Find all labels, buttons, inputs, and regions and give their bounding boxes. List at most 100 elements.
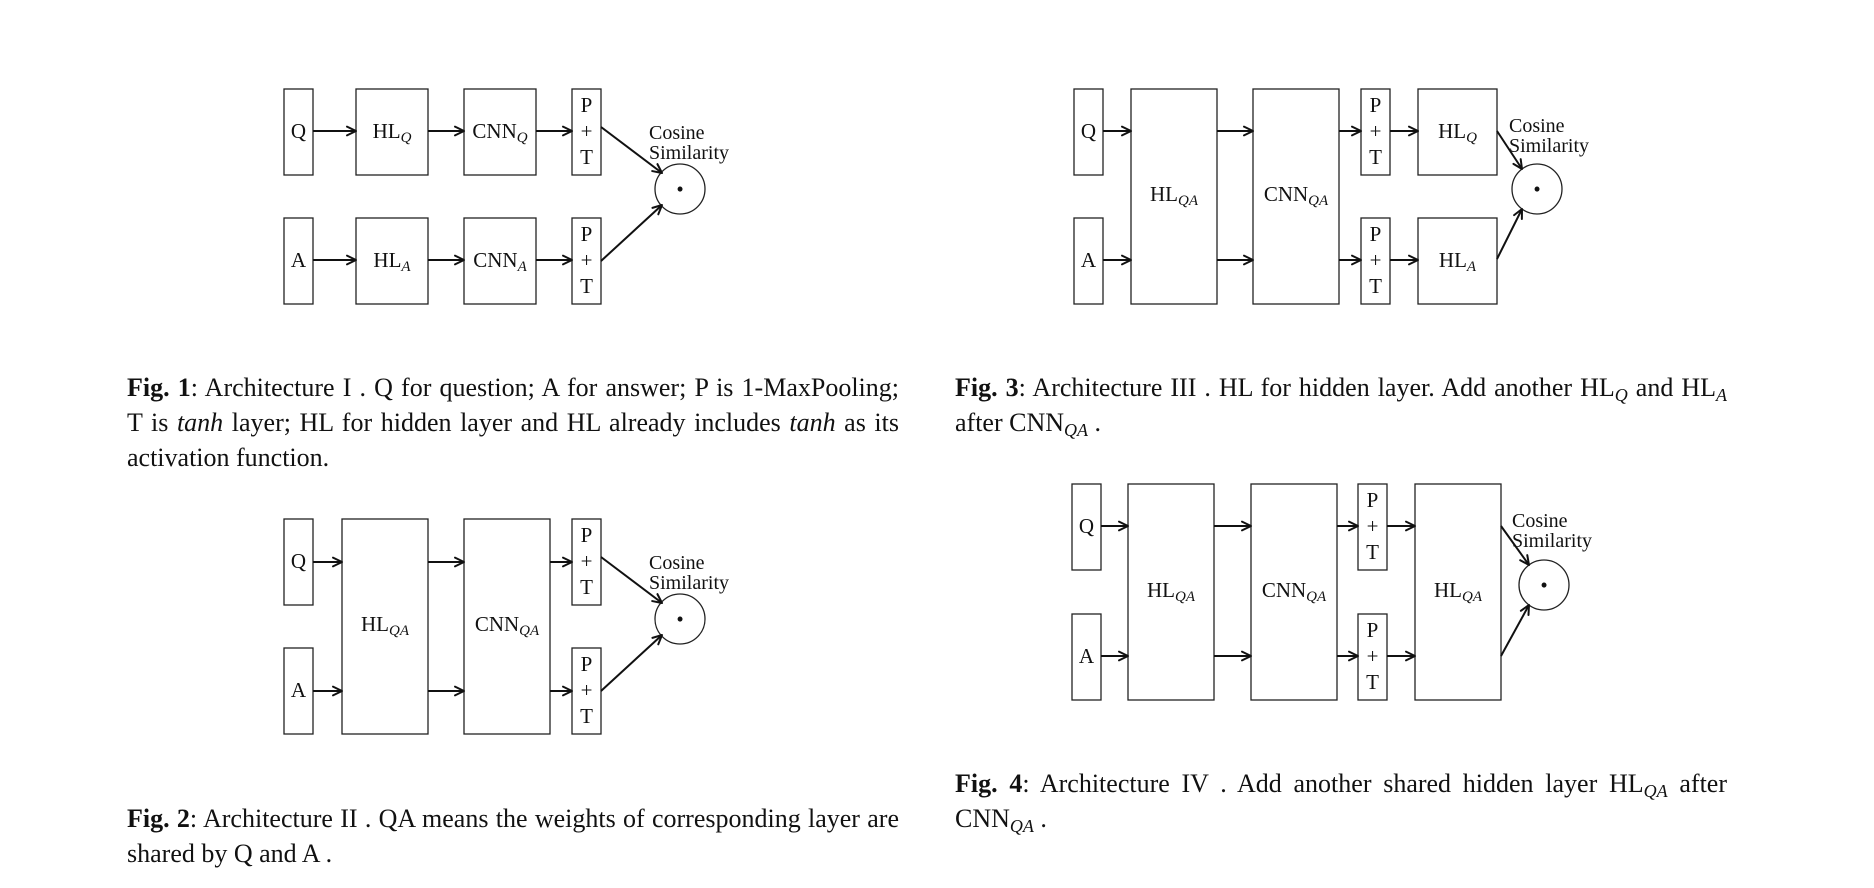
fig3-arrow-pt-hlq (1390, 125, 1419, 137)
fig4-a-box (1071, 613, 1102, 701)
fig2-arrow-hlqa-cnnqa-top (428, 556, 465, 568)
fig4-arrow-pt-hlqa2-bottom (1387, 650, 1416, 662)
fig2-arrow-pt-cos-bottom (600, 634, 663, 692)
fig4-cnnqa-label: CNNQA (1262, 578, 1327, 605)
fig3-pt-top-plus: + (1370, 119, 1382, 143)
fig1-dot: • (676, 177, 683, 201)
fig2-arrow-a-hlqa (313, 685, 343, 697)
fig2-similarity-label: Similarity (649, 572, 729, 594)
fig2-pt-bottom-plus: + (581, 678, 593, 702)
fig2-dot: • (676, 607, 683, 631)
fig1-arrows (313, 125, 663, 266)
fig3-arrow-hlqa-cnnqa-top (1217, 125, 1254, 137)
fig3-cosine-circle (1511, 163, 1563, 215)
arrowhead (651, 593, 663, 604)
arrow-line (1496, 130, 1523, 170)
fig1-cnna-label: CNNA (473, 248, 527, 275)
fig4-arrow-hlqa2-cos-top (1500, 525, 1530, 566)
fig4-arrow-cnnqa-pt-top (1337, 520, 1359, 532)
arrowhead (453, 556, 465, 568)
fig3-cnnqa-label: CNNQA (1264, 182, 1329, 209)
fig1-cosine-circle (654, 163, 706, 215)
fig4-diagram: Q A HLQA CNNQA P + T P + T HLQA • Cosine… (1071, 483, 1592, 701)
fig4-caption-label: Fig. 4 (955, 769, 1023, 798)
fig3-caption-text-3: after CNN (955, 408, 1065, 437)
fig1-q-label: Q (291, 119, 306, 143)
fig3-pt-bottom-t: T (1369, 274, 1382, 298)
arrowhead (1241, 520, 1252, 532)
fig3-cosine-label: Cosine (1509, 115, 1565, 137)
fig4-arrow-q-hlqa (1101, 520, 1129, 532)
arrowhead (345, 125, 357, 137)
fig3-pt-bottom-box (1360, 217, 1391, 305)
arrowhead (1519, 554, 1530, 566)
arrowhead (1519, 604, 1530, 616)
fig1-pt-bottom-t: T (580, 274, 593, 298)
arrowhead (1121, 125, 1132, 137)
fig4-hlqa2-box (1414, 483, 1502, 701)
fig3-caption-text-4: . (1088, 408, 1102, 437)
fig1-similarity-label: Similarity (649, 142, 729, 164)
fig3-caption-text-1: : Architecture III . HL for hidden layer… (1018, 373, 1615, 402)
fig1-arrow-hla-cnna (428, 254, 465, 266)
fig2-hlqa-box (341, 518, 429, 735)
fig1-arrow-pt-cos-bottom (600, 204, 663, 262)
arrow-line (600, 634, 663, 692)
fig4-arrow-hlqa2-cos-bottom (1500, 604, 1530, 657)
fig1-arrow-cnna-pt (536, 254, 573, 266)
fig1-arrow-q-hlq (313, 125, 357, 137)
arrowhead (561, 685, 573, 697)
fig1-pt-bottom-plus: + (581, 248, 593, 272)
arrowhead (561, 556, 573, 568)
arrowhead (1408, 125, 1419, 137)
fig4-caption: Fig. 4: Architecture IV . Add another sh… (955, 766, 1727, 836)
fig3-diagram: Q A HLQA CNNQA P + T P + T HLQ HLA • Cos… (1073, 88, 1589, 305)
fig1-hlq-label: HLQ (373, 119, 412, 146)
fig3-similarity-label: Similarity (1509, 135, 1589, 157)
fig1-hla-box (355, 217, 429, 305)
fig4-arrow-pt-hlqa2-top (1387, 520, 1416, 532)
fig4-caption-sub-qa-1: QA (1643, 781, 1668, 801)
fig2-arrow-hlqa-cnnqa-bottom (428, 685, 465, 697)
fig1-cosine-label: Cosine (649, 122, 705, 144)
fig4-hlqa2-label: HLQA (1434, 578, 1483, 605)
arrowhead (331, 685, 343, 697)
fig3-arrow-hla-cos (1496, 208, 1523, 260)
arrow-line (1500, 525, 1530, 566)
fig2-cosine-label: Cosine (649, 552, 705, 574)
fig2-pt-bottom-t: T (580, 704, 593, 728)
arrow-line (600, 126, 663, 174)
fig1-pt-bottom-p: P (581, 222, 593, 246)
fig3-dot: • (1533, 177, 1540, 201)
fig2-pt-bottom-p: P (581, 652, 593, 676)
fig4-hlqa-label: HLQA (1147, 578, 1196, 605)
fig4-caption-sub-qa-2: QA (1009, 816, 1034, 836)
arrowhead (331, 556, 343, 568)
fig3-caption-label: Fig. 3 (955, 373, 1019, 402)
fig4-pt-bottom-t: T (1366, 670, 1379, 694)
arrowhead (1351, 125, 1362, 137)
fig3-arrows (1103, 125, 1523, 266)
arrowhead (453, 125, 465, 137)
fig2-pt-bottom-box (571, 647, 602, 735)
fig1-arrow-hlq-cnnq (428, 125, 465, 137)
fig3-caption: Fig. 3: Architecture III . HL for hidden… (955, 370, 1727, 440)
fig2-cnnqa-label: CNNQA (475, 612, 540, 639)
fig4-caption-text-2: after CNN (955, 769, 1727, 833)
fig3-caption-sub-a: A (1716, 385, 1728, 405)
fig1-arrow-pt-cos-top (600, 126, 663, 174)
arrowhead (1348, 650, 1359, 662)
fig4-pt-bottom-plus: + (1367, 644, 1379, 668)
fig2-a-label: A (291, 678, 307, 702)
fig1-caption-text-3: as its activation function. (127, 408, 899, 472)
fig2-pt-top-p: P (581, 523, 593, 547)
arrowhead (1121, 254, 1132, 266)
fig3-cnnqa-box (1252, 88, 1340, 305)
fig2-cnnqa-box (463, 518, 551, 735)
arrowhead (561, 254, 573, 266)
fig2-diagram: Q A HLQA CNNQA P + T P + T • Cosine Simi… (283, 518, 729, 735)
fig3-hla-box (1417, 217, 1498, 305)
fig4-cnnqa-box (1250, 483, 1338, 701)
arrow-line (600, 204, 663, 262)
fig4-arrow-cnnqa-pt-bottom (1337, 650, 1359, 662)
